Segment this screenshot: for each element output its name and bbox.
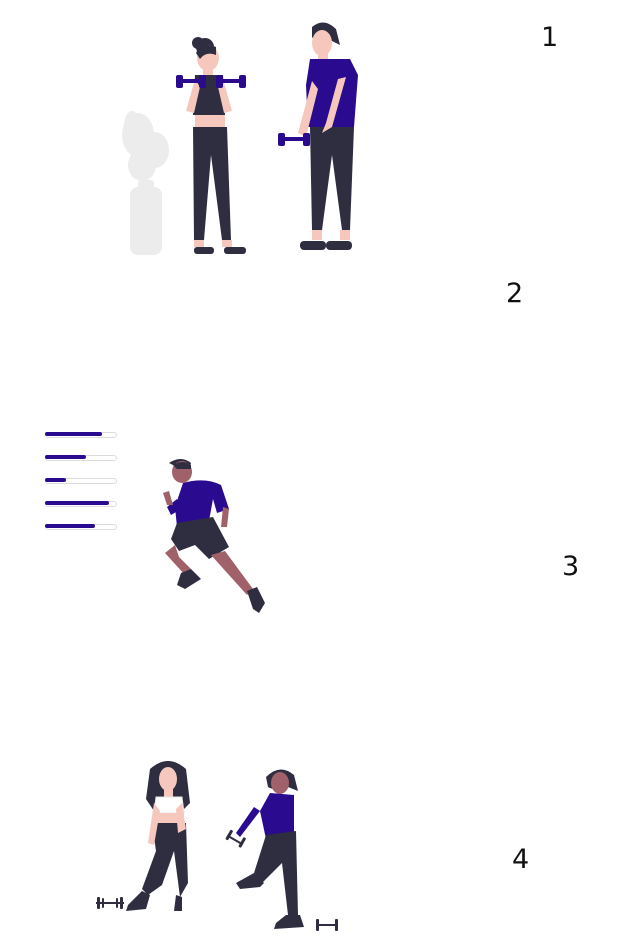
step-number-2: 2 [506,278,524,309]
progress-bar-fill [45,478,66,482]
dumbbell-icon [278,133,310,146]
progress-bar [45,432,117,438]
trainer-figure [278,22,358,250]
progress-bar [45,524,117,530]
dumbbell-icon [96,897,124,909]
step-number-1: 1 [541,22,559,53]
woman-standing-figure [126,761,190,911]
dumbbell-icon [316,919,338,931]
progress-bar-fill [45,501,110,505]
stretching-women-illustration [96,761,338,931]
running-man-illustration [163,459,265,613]
dumbbell-icon [176,75,246,88]
strength-training-illustration [122,22,358,255]
progress-bar [45,501,117,507]
woman-lifting-figure [176,37,246,254]
step-number-3: 3 [562,551,580,582]
woman-lunging-figure [236,769,304,929]
progress-bar [45,478,117,484]
progress-bar [45,455,117,461]
step-number-4: 4 [512,844,530,875]
dumbbell-icon [225,829,246,848]
progress-bar-fill [45,432,103,436]
progress-bar-list [45,432,117,547]
plant-icon [122,111,169,255]
progress-bar-fill [45,524,96,528]
progress-bar-fill [45,455,86,459]
